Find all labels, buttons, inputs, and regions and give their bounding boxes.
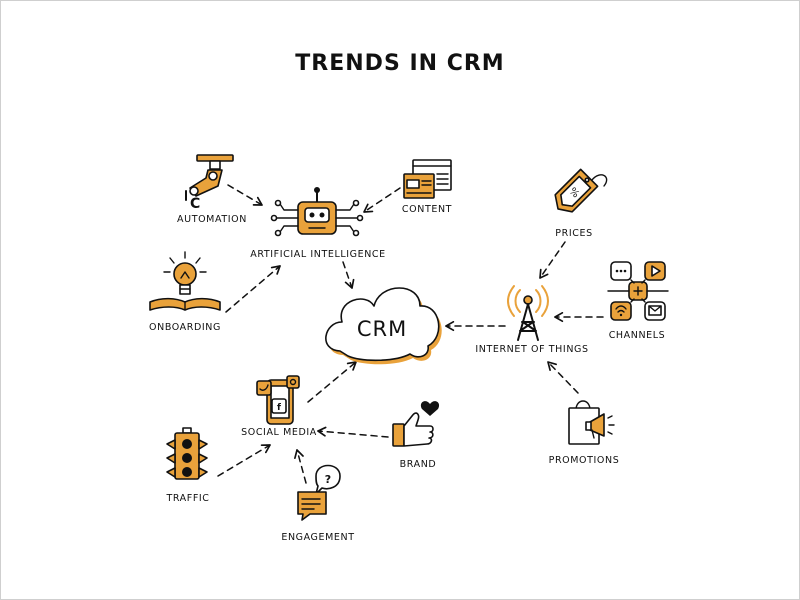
- svg-text:?: ?: [325, 473, 331, 486]
- label-brand: BRAND: [400, 459, 437, 470]
- connectors: [217, 184, 604, 484]
- lightbulb-book-icon: [149, 251, 221, 311]
- label-traffic: TRAFFIC: [165, 493, 209, 504]
- label-internet-of-things: INTERNET OF THINGS: [475, 344, 588, 355]
- page-title: TRENDS IN CRM: [295, 51, 504, 76]
- arrow-promotions-to-iot: [547, 361, 579, 394]
- speech-bubbles-icon: ?: [297, 464, 341, 521]
- antenna-tower-icon: [507, 285, 549, 341]
- label-promotions: PROMOTIONS: [549, 455, 620, 466]
- arrow-prices-to-iot: [539, 241, 566, 279]
- browser-windows-icon: [403, 159, 452, 199]
- label-channels: CHANNELS: [609, 330, 666, 341]
- arrow-ai-to-crm: [342, 261, 355, 289]
- label-engagement: ENGAGEMENT: [281, 532, 354, 543]
- channel-hub-icon: [607, 261, 669, 321]
- arrow-social-to-crm: [307, 361, 357, 403]
- arrow-traffic-to-social: [217, 444, 271, 477]
- robot-circuit-icon: [270, 187, 364, 237]
- crm-cloud: CRM: [325, 287, 442, 365]
- label-onboarding: ONBOARDING: [149, 322, 221, 333]
- crm-label: CRM: [357, 317, 407, 341]
- arrow-automation-to-ai: [227, 184, 263, 206]
- label-artificial-intelligence: ARTIFICIAL INTELLIGENCE: [250, 249, 386, 260]
- price-tag-icon: %: [554, 168, 608, 213]
- arrow-onboarding-to-ai: [225, 265, 281, 313]
- arrow-content-to-ai: [363, 187, 401, 213]
- shopping-bag-megaphone-icon: [568, 400, 615, 445]
- label-content: CONTENT: [402, 204, 452, 215]
- arrow-engagement-to-social: [294, 449, 307, 484]
- svg-text:f: f: [277, 403, 281, 413]
- label-prices: PRICES: [555, 228, 592, 239]
- thumbs-up-heart-icon: [392, 401, 440, 447]
- label-automation: AUTOMATION: [177, 214, 247, 225]
- arrow-brand-to-social: [317, 426, 389, 438]
- label-social-media: SOCIAL MEDIA: [241, 427, 317, 438]
- svg-text:C: C: [190, 196, 200, 212]
- traffic-light-icon: [166, 427, 208, 480]
- smartphone-social-icon: f: [256, 375, 300, 425]
- robot-arm-icon: C: [185, 154, 234, 212]
